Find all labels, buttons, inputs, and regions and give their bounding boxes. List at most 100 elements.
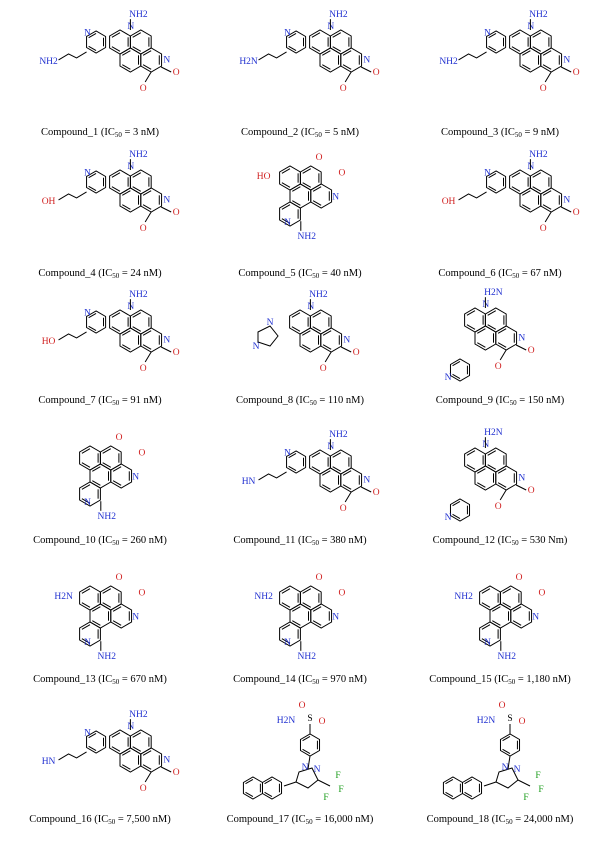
ring-c bbox=[119, 187, 142, 213]
compound-cell: NNNH2OONHO Compound_7 (IC50 = 91 nM) bbox=[0, 280, 200, 413]
ring-nitrogen: N bbox=[363, 475, 370, 485]
structure-drawing: NNH2NOON bbox=[445, 288, 535, 383]
pyridine-nitrogen: N bbox=[445, 373, 452, 383]
compound-name: Compound_6 bbox=[438, 268, 496, 279]
pyrazole-nitrogen: N bbox=[314, 765, 321, 775]
ic-subscript: 50 bbox=[505, 818, 513, 826]
compound-name: Compound_7 bbox=[38, 395, 96, 406]
methoxy-oxygen: O bbox=[573, 68, 580, 78]
compound-name: Compound_18 bbox=[426, 814, 490, 825]
compound-cell: NNNH2OONNCompound_8 (IC50 = 110 nM) bbox=[200, 280, 400, 413]
ring-d bbox=[140, 47, 163, 73]
methoxy-oxygen: O bbox=[173, 348, 180, 358]
compound-caption: Compound_11 (IC50 = 380 nM) bbox=[200, 535, 400, 547]
ring-a bbox=[509, 29, 531, 55]
structure-drawing: NNNH2OONHO bbox=[42, 290, 180, 374]
substituent-label: NH2 bbox=[39, 57, 58, 67]
fluorine-atom: F bbox=[523, 793, 528, 803]
amine-label: NH2 bbox=[309, 290, 328, 300]
structure-drawing: NNNH2OONOH bbox=[442, 150, 580, 234]
ic-label: (IC bbox=[98, 535, 113, 546]
ring-d bbox=[110, 463, 133, 489]
ring-c bbox=[474, 465, 497, 491]
ic50-value: = 9 nM) bbox=[524, 127, 559, 138]
ic-label: (IC bbox=[497, 535, 512, 546]
methoxy-oxygen: O bbox=[320, 364, 327, 374]
compound-caption: Compound_9 (IC50 = 150 nM) bbox=[400, 395, 600, 407]
ring-c bbox=[89, 603, 112, 629]
compound-name: Compound_17 bbox=[226, 814, 290, 825]
pyridine-ring bbox=[86, 730, 107, 754]
ic-label: (IC bbox=[100, 127, 115, 138]
ring-c bbox=[89, 463, 112, 489]
ic-subscript: 50 bbox=[309, 399, 317, 407]
ring-b bbox=[529, 29, 552, 55]
structure-drawing: NNNH2OONHN bbox=[242, 430, 380, 514]
ic50-value: = 1,180 nM) bbox=[517, 674, 571, 685]
ring-d bbox=[495, 325, 518, 351]
ring-a bbox=[109, 309, 131, 335]
amine-label: NH2 bbox=[529, 150, 548, 160]
methoxy-oxygen: O bbox=[516, 573, 523, 583]
ring-d bbox=[140, 747, 163, 773]
compound-cell: NNNH2OONHNCompound_16 (IC50 = 7,500 nM) bbox=[0, 700, 200, 832]
methoxy-oxygen: O bbox=[373, 68, 380, 78]
ic-subscript: 50 bbox=[305, 818, 313, 826]
compound-cell: NNH2NOONCompound_9 (IC50 = 150 nM) bbox=[400, 280, 600, 413]
imidazole-nitrogen: N bbox=[253, 342, 260, 352]
ic50-value: = 3 nM) bbox=[124, 127, 159, 138]
ring-d bbox=[110, 603, 133, 629]
ic50-value: = 110 nM) bbox=[319, 395, 365, 406]
fluorine-atom: F bbox=[535, 771, 540, 781]
compound-name: Compound_16 bbox=[29, 814, 92, 825]
methoxy-oxygen: O bbox=[139, 589, 146, 599]
ring-nitrogen: N bbox=[132, 613, 139, 623]
amine-label: H2N bbox=[484, 288, 503, 298]
ring-nitrogen: N bbox=[84, 638, 91, 648]
structure-drawing: NNNH2OONNH2 bbox=[439, 10, 580, 94]
ic-subscript: 50 bbox=[114, 131, 122, 139]
ring-nitrogen: N bbox=[163, 755, 170, 765]
compound-cell: NNNH2OONNH2Compound_3 (IC50 = 9 nM) bbox=[400, 0, 600, 145]
aryl-ring bbox=[442, 776, 463, 800]
methoxy-oxygen: O bbox=[173, 768, 180, 778]
substituent-label: NH2 bbox=[454, 592, 473, 602]
ic50-value: = 7,500 nM) bbox=[117, 814, 171, 825]
ring-nitrogen: N bbox=[518, 333, 525, 343]
ring-a bbox=[279, 165, 301, 191]
ring-nitrogen: N bbox=[163, 195, 170, 205]
ring-nitrogen: N bbox=[518, 473, 525, 483]
phenyl-ring bbox=[499, 733, 521, 757]
methoxy-oxygen: O bbox=[539, 589, 546, 599]
ring-b bbox=[484, 307, 507, 333]
ring-nitrogen: N bbox=[343, 335, 350, 345]
ic-subscript: 50 bbox=[112, 678, 120, 686]
compound-caption: Compound_17 (IC50 = 16,000 nM) bbox=[200, 814, 400, 826]
fluorine-atom: F bbox=[338, 785, 343, 795]
methoxy-oxygen: O bbox=[116, 573, 123, 583]
compound-cell: NNNH2OONNH2Compound_1 (IC50 = 3 nM) bbox=[0, 0, 200, 145]
ring-d bbox=[340, 467, 363, 493]
ring-a bbox=[79, 585, 101, 611]
ring-nitrogen: N bbox=[163, 55, 170, 65]
amine-label: NH2 bbox=[129, 710, 148, 720]
ring-d bbox=[310, 183, 333, 209]
substituent-label: H2N bbox=[239, 57, 258, 67]
ic50-value: = 530 Nm) bbox=[521, 535, 568, 546]
ring-a bbox=[109, 29, 131, 55]
compound-caption: Compound_7 (IC50 = 91 nM) bbox=[0, 395, 200, 407]
compound-cell: NNNH2OONH2NCompound_2 (IC50 = 5 nM) bbox=[200, 0, 400, 145]
structure-drawing: NNNH2OONHN bbox=[42, 710, 180, 794]
ring-c bbox=[299, 327, 322, 353]
pyridine-ring bbox=[286, 30, 307, 54]
structure-drawing: NNNH2OONH2N bbox=[239, 10, 380, 94]
ic50-value: = 24,000 nM) bbox=[515, 814, 574, 825]
ring-b bbox=[499, 585, 522, 611]
compound-caption: Compound_13 (IC50 = 670 nM) bbox=[0, 674, 200, 686]
ring-d bbox=[510, 603, 533, 629]
amine-label: NH2 bbox=[98, 652, 117, 662]
ring-c bbox=[519, 187, 542, 213]
